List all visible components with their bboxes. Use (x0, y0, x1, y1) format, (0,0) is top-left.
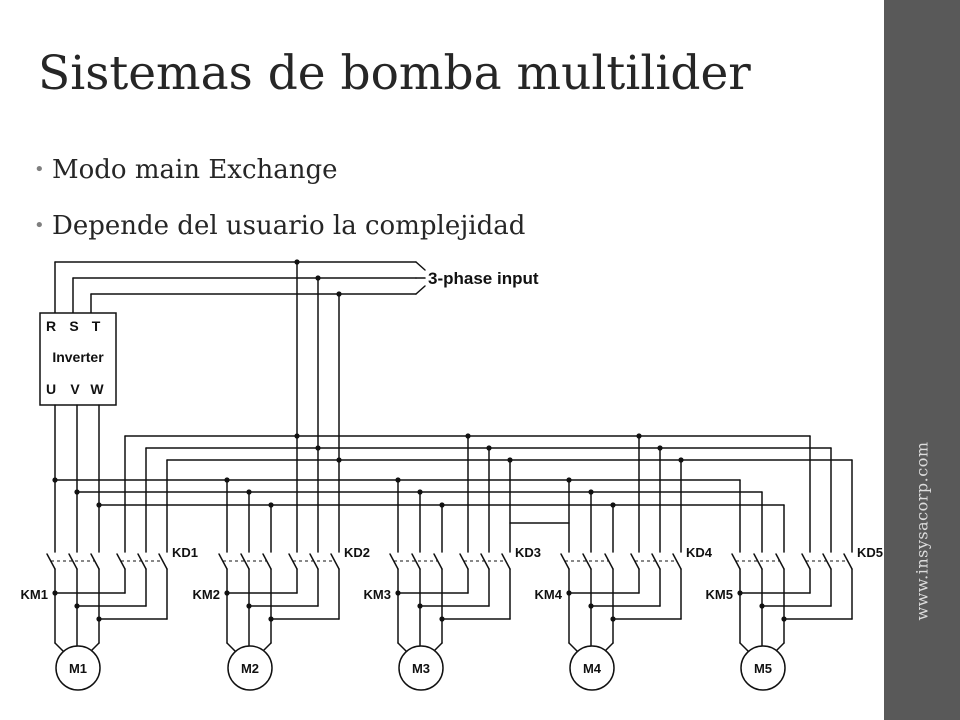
km-contact (411, 553, 421, 570)
kd-contact (843, 553, 853, 570)
sidebar-band: www.insysacorp.com (884, 0, 960, 720)
km-contact (582, 553, 592, 570)
inverter-box (39, 312, 117, 406)
bullet-item: Modo main Exchange (34, 157, 525, 213)
motor-label: M2 (241, 661, 259, 676)
motor-circle (740, 645, 786, 691)
kd-contactor-label: KD1 (172, 545, 198, 560)
kd-contact (672, 553, 682, 570)
junction-dot (636, 433, 642, 439)
inverter-input-terminal: T (92, 318, 101, 334)
inverter-output-terminal: U (46, 381, 56, 397)
junction-dot (294, 433, 300, 439)
km-contact (753, 553, 763, 570)
bullet-list: Modo main Exchange Depende del usuario l… (34, 157, 525, 269)
junction-dot (336, 457, 342, 463)
km-contactor-label: KM2 (193, 587, 220, 602)
motor-circle (398, 645, 444, 691)
kd-contactor-label: KD2 (344, 545, 370, 560)
junction-dot (439, 502, 445, 508)
motor-feed-wire (568, 642, 579, 653)
motor-feed-wire (226, 642, 237, 653)
kd-contact (330, 553, 340, 570)
junction-dot (395, 477, 401, 483)
km-contactor-label: KM1 (21, 587, 48, 602)
junction-dot (52, 477, 58, 483)
kd-contact (158, 553, 168, 570)
input-label: 3-phase input (428, 269, 539, 288)
junction-dot (588, 489, 594, 495)
motor-circle (569, 645, 615, 691)
junction-dot (507, 457, 513, 463)
inverter-output-terminal: V (70, 381, 80, 397)
motor-label: M4 (583, 661, 602, 676)
junction-dot (315, 275, 321, 281)
input-line (415, 285, 426, 295)
junction-dot (417, 489, 423, 495)
inverter-input-terminal: S (69, 318, 78, 334)
junction-dot (465, 433, 471, 439)
kd-contactor-label: KD3 (515, 545, 541, 560)
motor-label: M1 (69, 661, 87, 676)
junction-dot (74, 489, 80, 495)
junction-dot (657, 445, 663, 451)
junction-dot (96, 502, 102, 508)
km-contactor-label: KM4 (535, 587, 563, 602)
junction-dot (224, 477, 230, 483)
motor-label: M3 (412, 661, 430, 676)
km-contactor-label: KM5 (706, 587, 733, 602)
motor-circle (55, 645, 101, 691)
motor-feed-wire (739, 642, 750, 653)
website-url: www.insysacorp.com (912, 441, 932, 621)
junction-dot (268, 502, 274, 508)
inverter-output-terminal: W (90, 381, 104, 397)
junction-dot (610, 502, 616, 508)
motor-feed-wire (54, 642, 65, 653)
motor-label: M5 (754, 661, 772, 676)
bullet-item: Depende del usuario la complejidad (34, 213, 525, 269)
kd-contactor-label: KD4 (686, 545, 713, 560)
inverter-label: Inverter (52, 349, 104, 365)
motor-circle (227, 645, 273, 691)
motor-feed-wire (397, 642, 408, 653)
junction-dot (336, 291, 342, 297)
junction-dot (678, 457, 684, 463)
km-contactor-label: KM3 (364, 587, 391, 602)
kd-contact (501, 553, 511, 570)
inverter-input-terminal: R (46, 318, 56, 334)
junction-dot (315, 445, 321, 451)
kd-contactor-label: KD5 (857, 545, 883, 560)
km-contact (240, 553, 250, 570)
junction-dot (566, 477, 572, 483)
junction-dot (486, 445, 492, 451)
km-contact (68, 553, 78, 570)
junction-dot (246, 489, 252, 495)
slide-title: Sistemas de bomba multilider (38, 46, 751, 101)
